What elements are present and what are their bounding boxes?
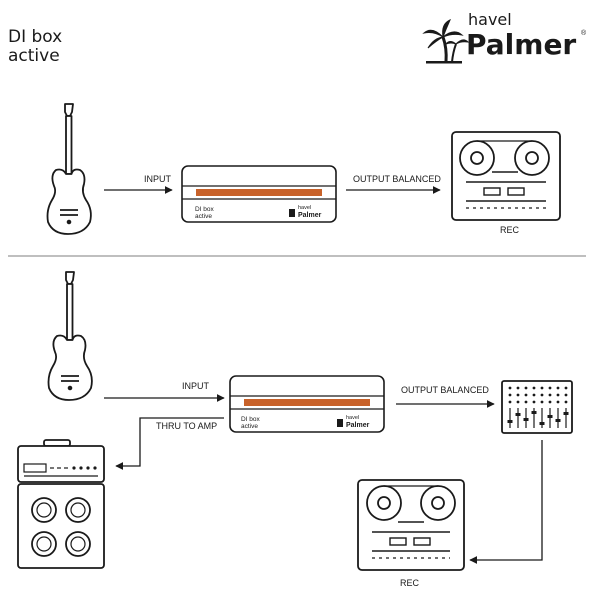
device-brand-small: havel — [346, 415, 359, 421]
output-label: OUTPUT BALANCED — [353, 174, 441, 184]
record-signal-arrow — [469, 440, 543, 564]
palm-tree-icon — [422, 19, 470, 64]
device-brand-small: havel — [298, 205, 311, 211]
thru-label: THRU TO AMP — [156, 421, 217, 431]
device-name-line-2: active — [241, 423, 258, 430]
title-line-1: DI box — [8, 27, 63, 47]
device-name-line-1: DI box — [195, 206, 215, 213]
input-label: INPUT — [182, 381, 210, 391]
device-brand-big: Palmer — [298, 212, 322, 219]
di-box-icon: DI box active havel Palmer — [229, 375, 385, 433]
output-label: OUTPUT BALANCED — [401, 385, 489, 395]
page-title: DI box active — [8, 28, 62, 66]
input-label: INPUT — [144, 174, 172, 184]
device-brand-big: Palmer — [346, 422, 370, 429]
brand-palmer: Palmer — [466, 28, 577, 61]
amp-stack-icon — [17, 439, 105, 569]
brand-registered: ® — [581, 30, 587, 37]
mixer-icon — [501, 380, 573, 434]
tape-recorder-icon — [357, 479, 465, 571]
device-name-line-1: DI box — [241, 416, 261, 423]
brand-havel: havel — [468, 10, 512, 29]
thru-signal-arrow — [115, 417, 224, 470]
device-name-line-2: active — [195, 213, 212, 220]
di-box-icon: DI box active havel Palmer — [181, 165, 337, 223]
guitar-icon — [46, 103, 92, 235]
tape-recorder-icon — [451, 131, 561, 221]
guitar-icon — [47, 271, 93, 401]
rec-label: REC — [500, 225, 520, 235]
title-line-2: active — [8, 46, 60, 66]
rec-label: REC — [400, 578, 420, 588]
